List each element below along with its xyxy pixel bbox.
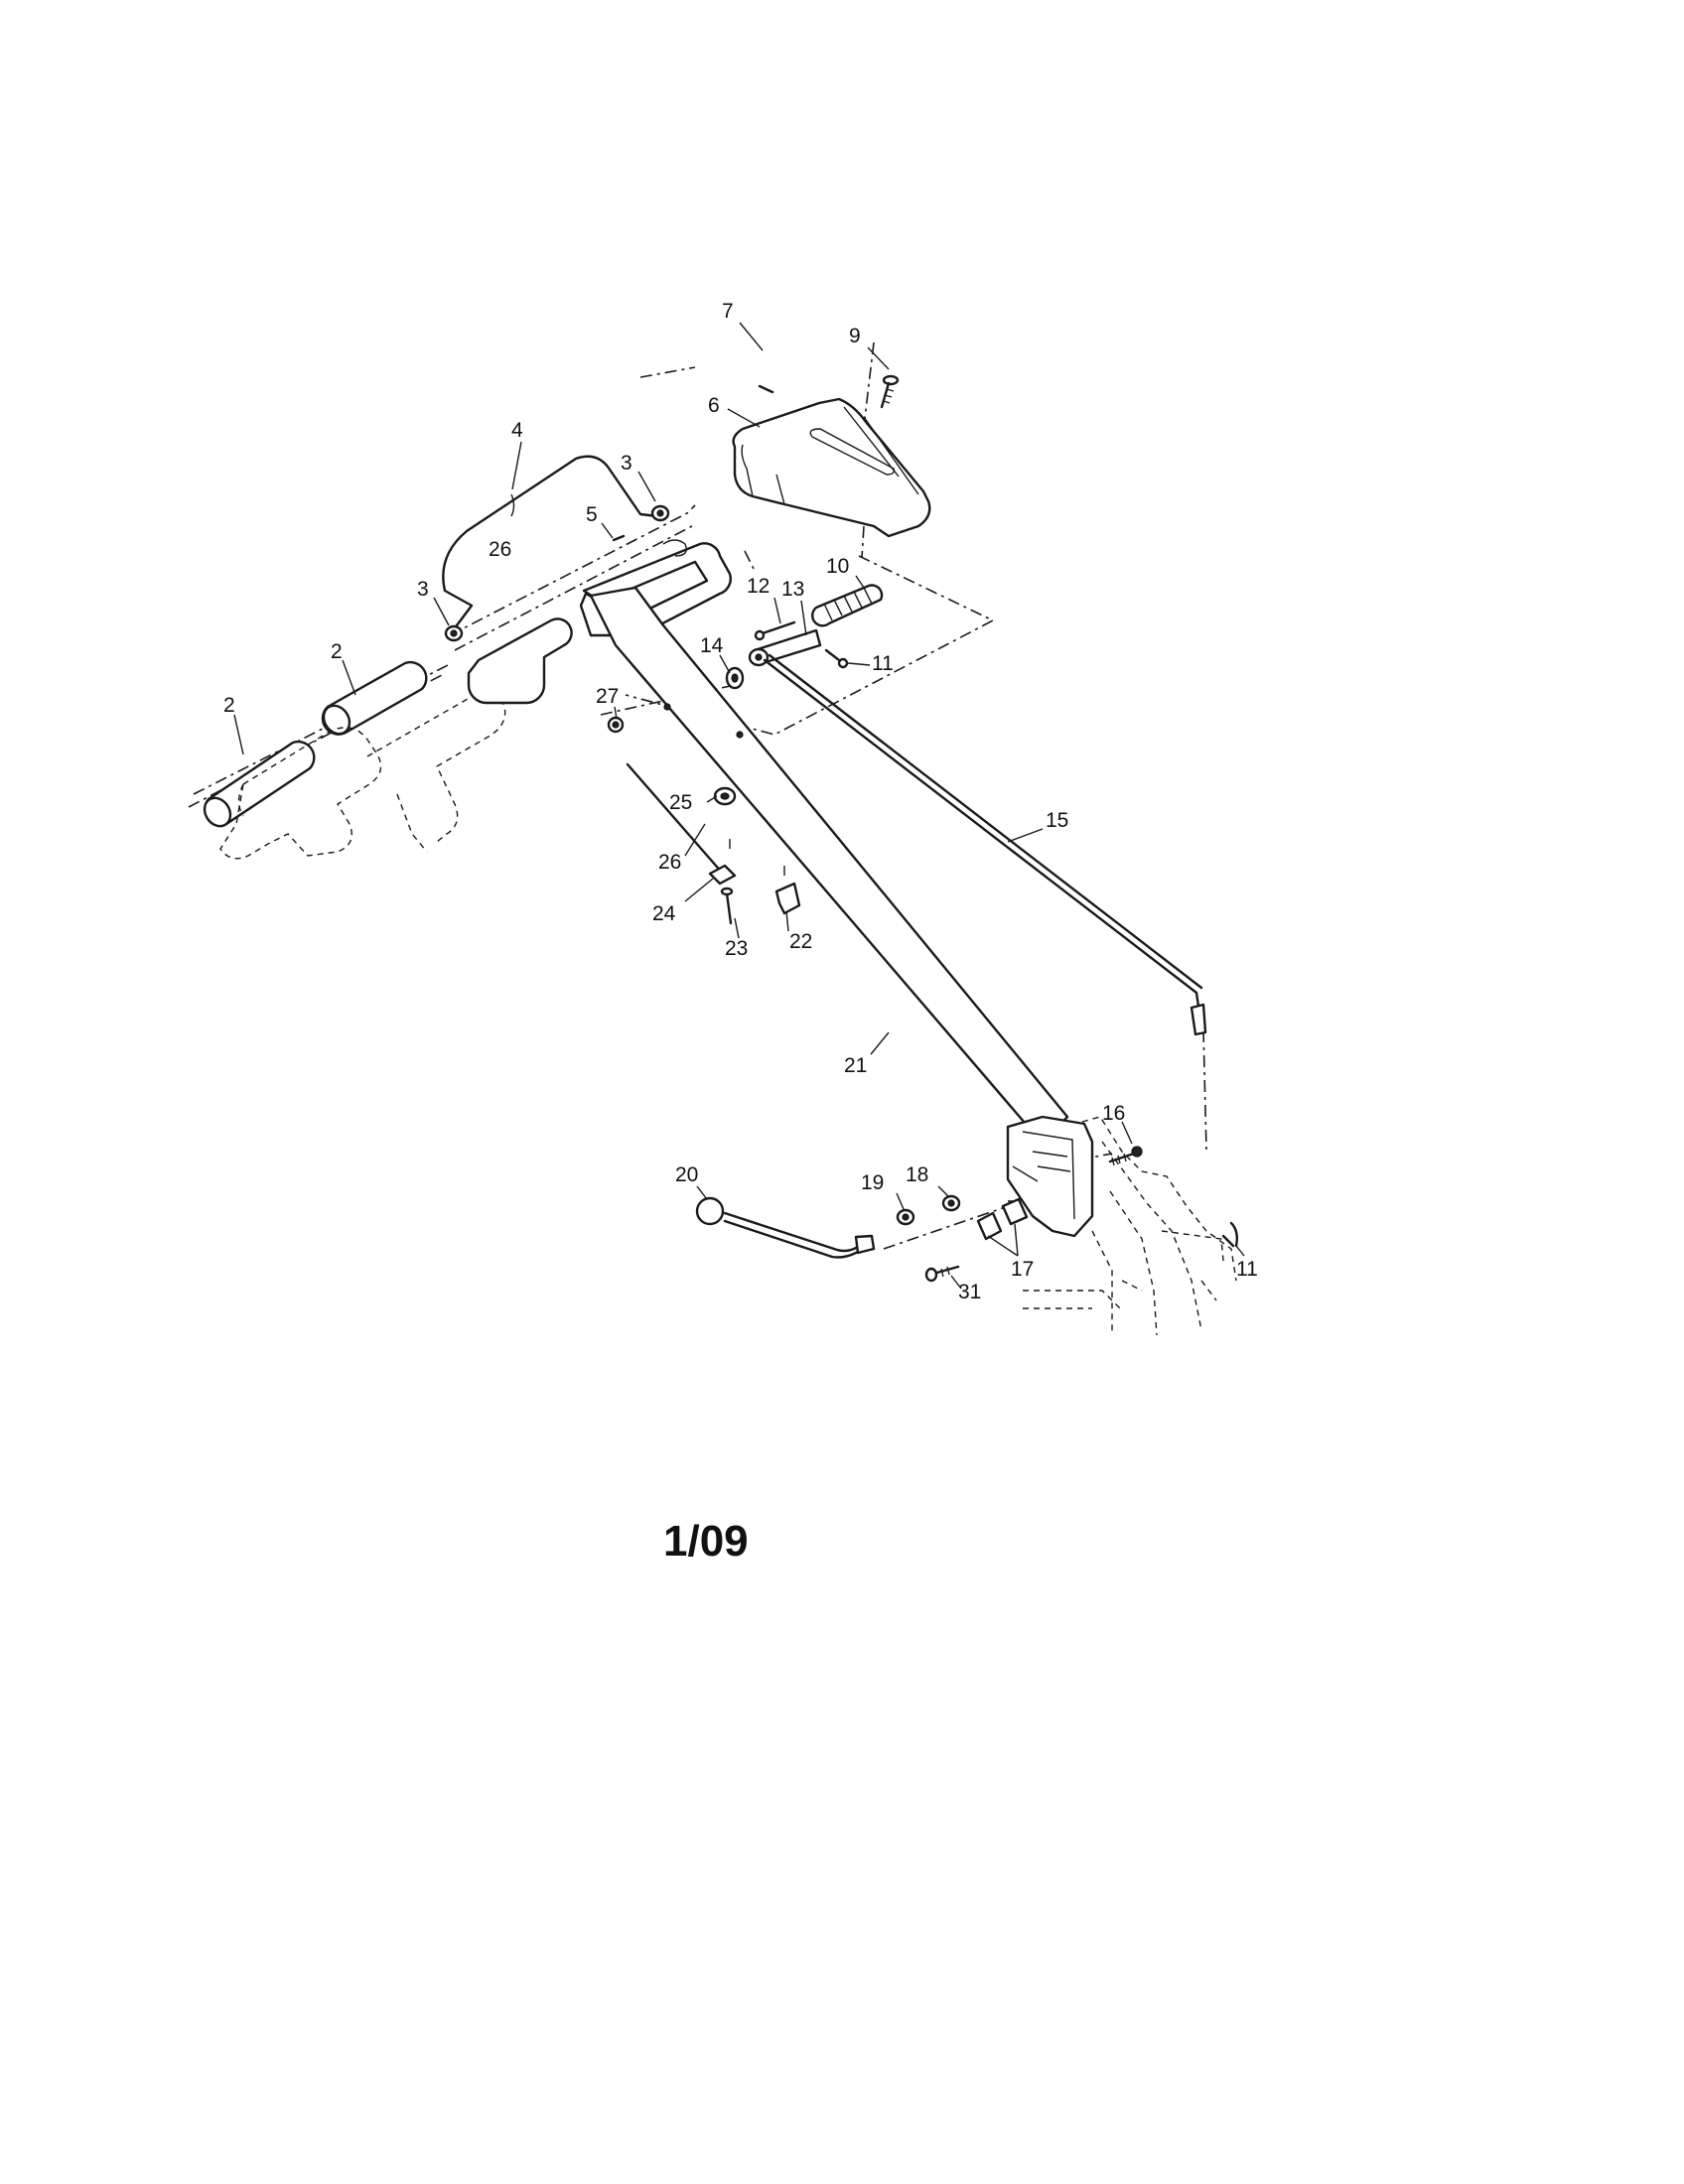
tiller-frame-phantom — [1023, 1116, 1237, 1336]
pin-5 — [612, 534, 626, 542]
nut-7 — [758, 384, 774, 394]
bolt-16 — [1108, 1146, 1143, 1166]
callout-16: 16 — [1102, 1102, 1125, 1125]
callout-2-left: 2 — [223, 694, 235, 717]
handle-phantom-outline — [219, 691, 506, 860]
callout-18: 18 — [906, 1163, 928, 1186]
screw-9 — [880, 374, 900, 409]
callout-22: 22 — [789, 930, 812, 953]
cable-26 — [626, 762, 725, 876]
revision-code: 1/09 — [663, 1517, 749, 1566]
handle-cover — [732, 397, 931, 538]
callout-4: 4 — [511, 419, 523, 442]
hand-grip-right — [321, 660, 428, 736]
hand-grip-left — [203, 740, 316, 828]
handle-base-bracket — [1006, 1115, 1094, 1238]
callout-9: 9 — [849, 325, 861, 347]
washer-left — [444, 624, 464, 642]
clip-22 — [774, 882, 801, 915]
callout-13: 13 — [781, 578, 804, 601]
screw-23 — [720, 887, 734, 925]
control-grip — [811, 584, 884, 627]
callout-14: 14 — [700, 634, 724, 657]
callout-26-lower: 26 — [658, 851, 681, 874]
hairpin-clip-lower — [1221, 1221, 1239, 1248]
clip-24 — [708, 864, 737, 886]
hairpin-clip-upper — [824, 648, 849, 669]
spacer-17-left — [976, 1211, 1003, 1241]
bail-rod — [442, 455, 659, 627]
callout-labels: 7 9 6 4 3 26 5 3 10 12 13 2 2 14 11 27 2… — [223, 300, 1258, 1303]
washer-19 — [896, 1208, 915, 1226]
callout-19: 19 — [861, 1171, 884, 1194]
callout-11-lower: 11 — [1236, 1258, 1258, 1281]
spacer-17-right — [1001, 1197, 1029, 1226]
callout-25: 25 — [669, 791, 692, 814]
callout-12: 12 — [747, 575, 770, 598]
callout-7: 7 — [722, 300, 734, 323]
callout-6: 6 — [708, 394, 720, 417]
bushing-14 — [725, 666, 745, 690]
callout-23: 23 — [725, 937, 748, 960]
callout-11-upper: 11 — [872, 652, 894, 675]
control-rod — [763, 653, 1207, 1036]
callout-3-right: 3 — [621, 452, 632, 475]
handle-tube — [589, 586, 1069, 1146]
callout-24: 24 — [652, 902, 676, 925]
callout-21: 21 — [844, 1054, 867, 1077]
callout-20: 20 — [675, 1163, 698, 1186]
nut-18 — [941, 1194, 961, 1212]
callout-27: 27 — [596, 685, 619, 708]
bolt-31 — [924, 1265, 960, 1283]
callout-15: 15 — [1046, 809, 1068, 832]
nut-27 — [607, 716, 625, 734]
callout-5: 5 — [586, 503, 598, 526]
shift-lever — [695, 1196, 876, 1259]
callout-17: 17 — [1011, 1258, 1034, 1281]
leader-lines — [233, 322, 1245, 1290]
callout-3-left: 3 — [417, 578, 429, 601]
callout-10: 10 — [826, 555, 849, 578]
washer-right — [650, 504, 670, 522]
callout-2-right: 2 — [331, 640, 343, 663]
pin-12 — [754, 620, 796, 641]
grommet-25 — [713, 786, 737, 806]
callout-26-upper: 26 — [489, 538, 511, 561]
callout-31: 31 — [958, 1281, 981, 1303]
